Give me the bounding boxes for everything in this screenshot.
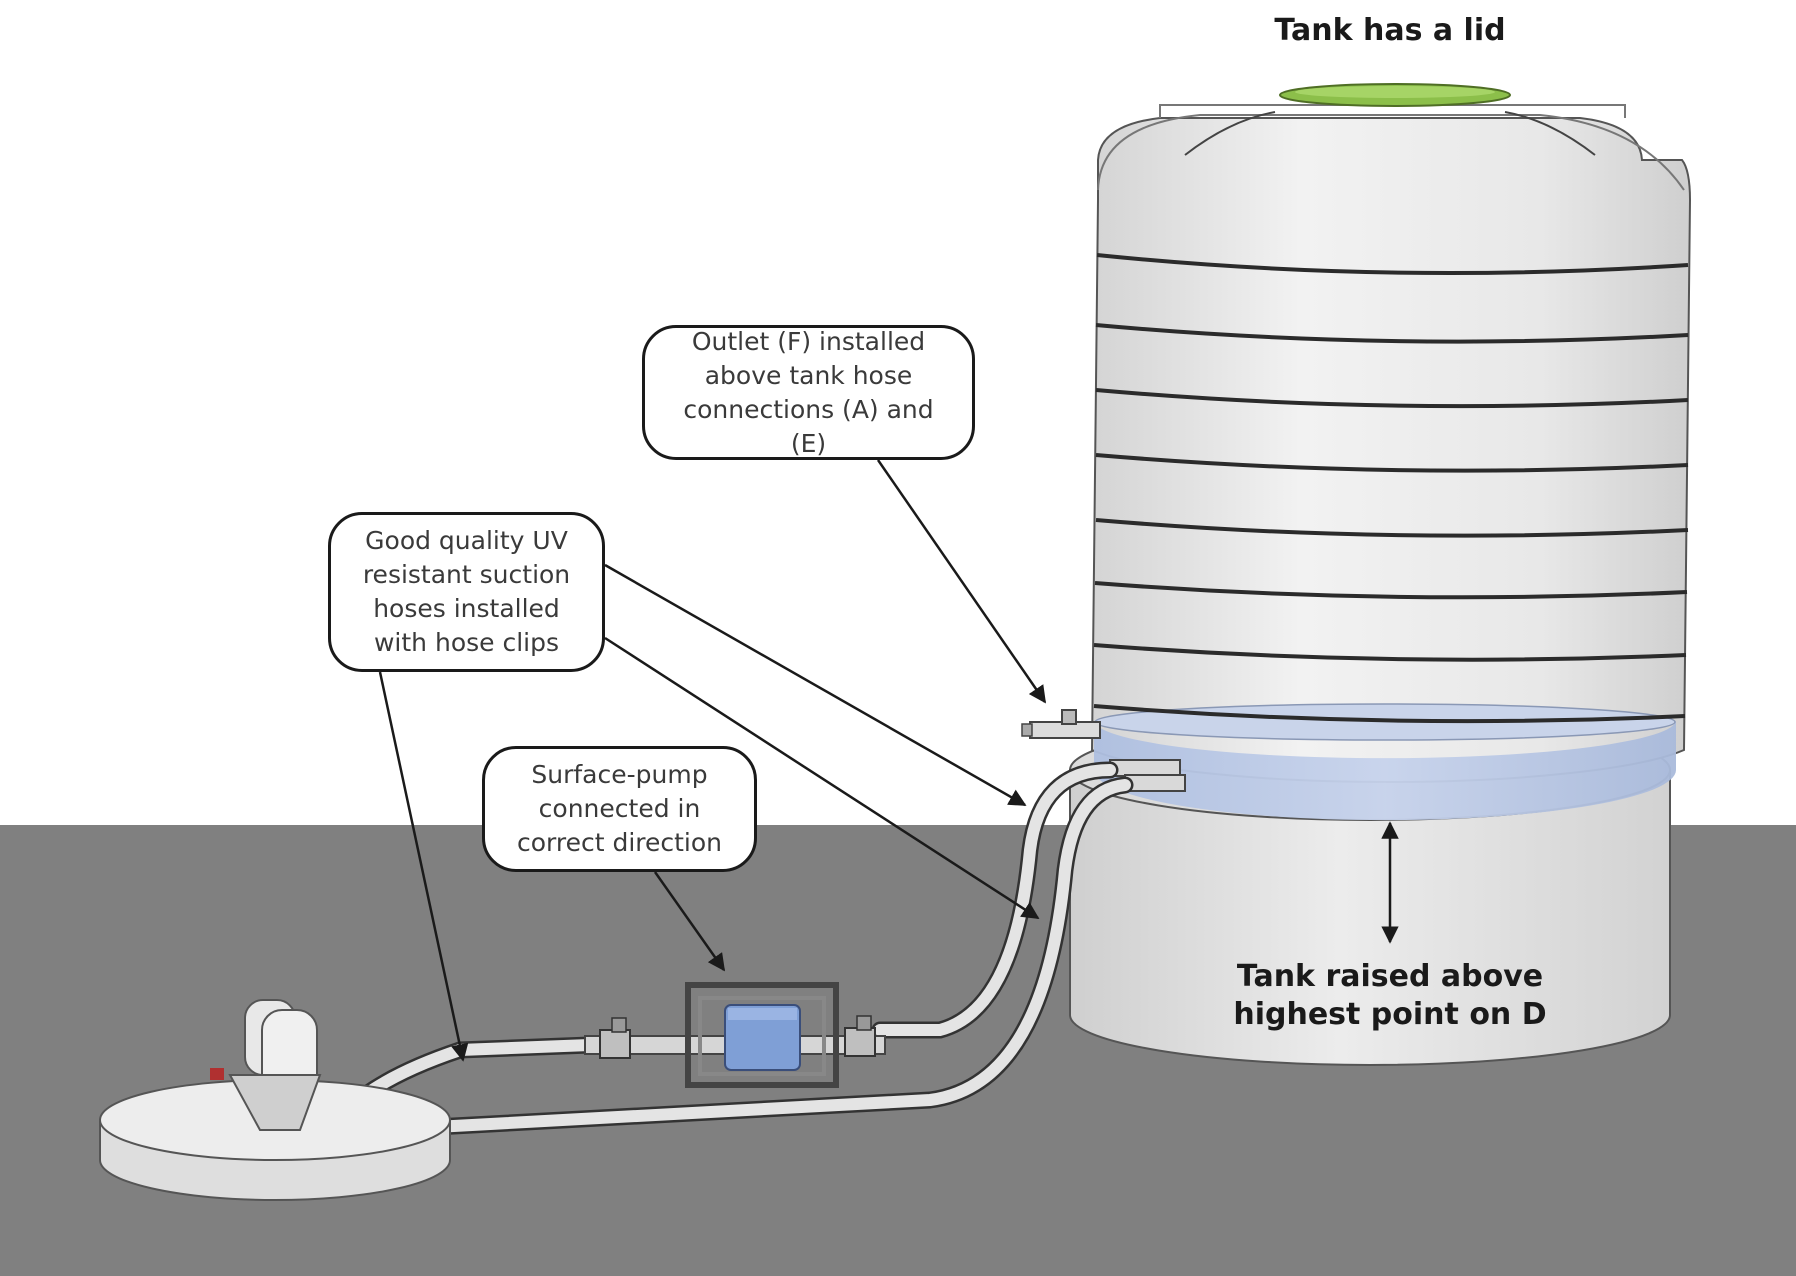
callout-outlet: Outlet (F) installed above tank hose con… bbox=[642, 325, 975, 460]
arrow-pump bbox=[653, 871, 726, 972]
callout-arrows bbox=[378, 459, 1399, 1062]
tank-lid-icon bbox=[1279, 83, 1511, 107]
surface-pump-icon bbox=[685, 982, 839, 1088]
tank-hose-connections-icon bbox=[1109, 759, 1186, 792]
arrow-outlet bbox=[876, 459, 1047, 704]
tank-icon bbox=[1090, 104, 1692, 821]
tank-raised-label: Tank raised above highest point on D bbox=[1233, 959, 1547, 1032]
tank-lid-label: Tank has a lid bbox=[1274, 13, 1506, 48]
arrow-hoses-to-tank-lower bbox=[604, 636, 1040, 920]
callout-hoses: Good quality UV resistant suction hoses … bbox=[328, 512, 605, 672]
callout-pump: Surface-pump connected in correct direct… bbox=[482, 746, 757, 872]
arrow-hoses-to-tank-upper bbox=[604, 563, 1027, 807]
arrow-hoses-to-ground bbox=[378, 671, 469, 1062]
pressure-vessel-icon bbox=[99, 999, 451, 1201]
outlet-valve-icon bbox=[1021, 709, 1101, 739]
